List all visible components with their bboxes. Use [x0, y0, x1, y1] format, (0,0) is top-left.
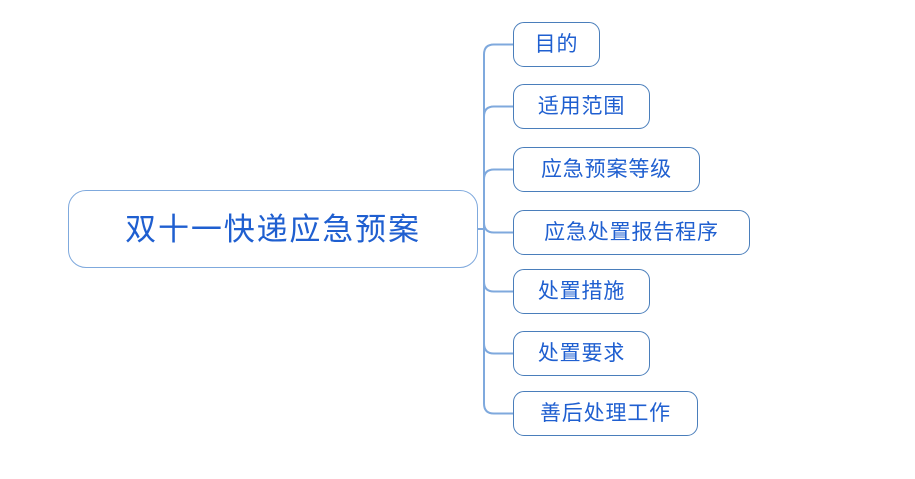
connector-branch-1	[483, 43, 514, 230]
branch-node-label-3: 应急预案等级	[540, 157, 673, 181]
branch-node-label-2: 适用范围	[537, 94, 626, 118]
branch-node-label-5: 处置措施	[537, 279, 626, 303]
branch-node-2[interactable]: 适用范围	[513, 84, 650, 129]
branch-node-7[interactable]: 善后处理工作	[513, 391, 698, 436]
root-node-label: 双十一快递应急预案	[125, 211, 421, 247]
branch-node-label-7: 善后处理工作	[539, 401, 672, 425]
connector-branch-6	[483, 228, 514, 355]
branch-node-5[interactable]: 处置措施	[513, 269, 650, 314]
branch-node-3[interactable]: 应急预案等级	[513, 147, 700, 192]
branch-node-label-1: 目的	[534, 32, 579, 56]
connector-branch-4	[483, 221, 514, 234]
connector-branch-2	[483, 105, 514, 230]
connector-branch-7	[483, 228, 514, 415]
branch-node-1[interactable]: 目的	[513, 22, 600, 67]
connector-branch-3	[483, 168, 514, 230]
branch-node-4[interactable]: 应急处置报告程序	[513, 210, 750, 255]
root-node[interactable]: 双十一快递应急预案	[68, 190, 478, 268]
connector-branch-5	[483, 228, 514, 293]
branch-node-6[interactable]: 处置要求	[513, 331, 650, 376]
branch-node-label-6: 处置要求	[537, 341, 626, 365]
branch-node-label-4: 应急处置报告程序	[544, 220, 719, 244]
